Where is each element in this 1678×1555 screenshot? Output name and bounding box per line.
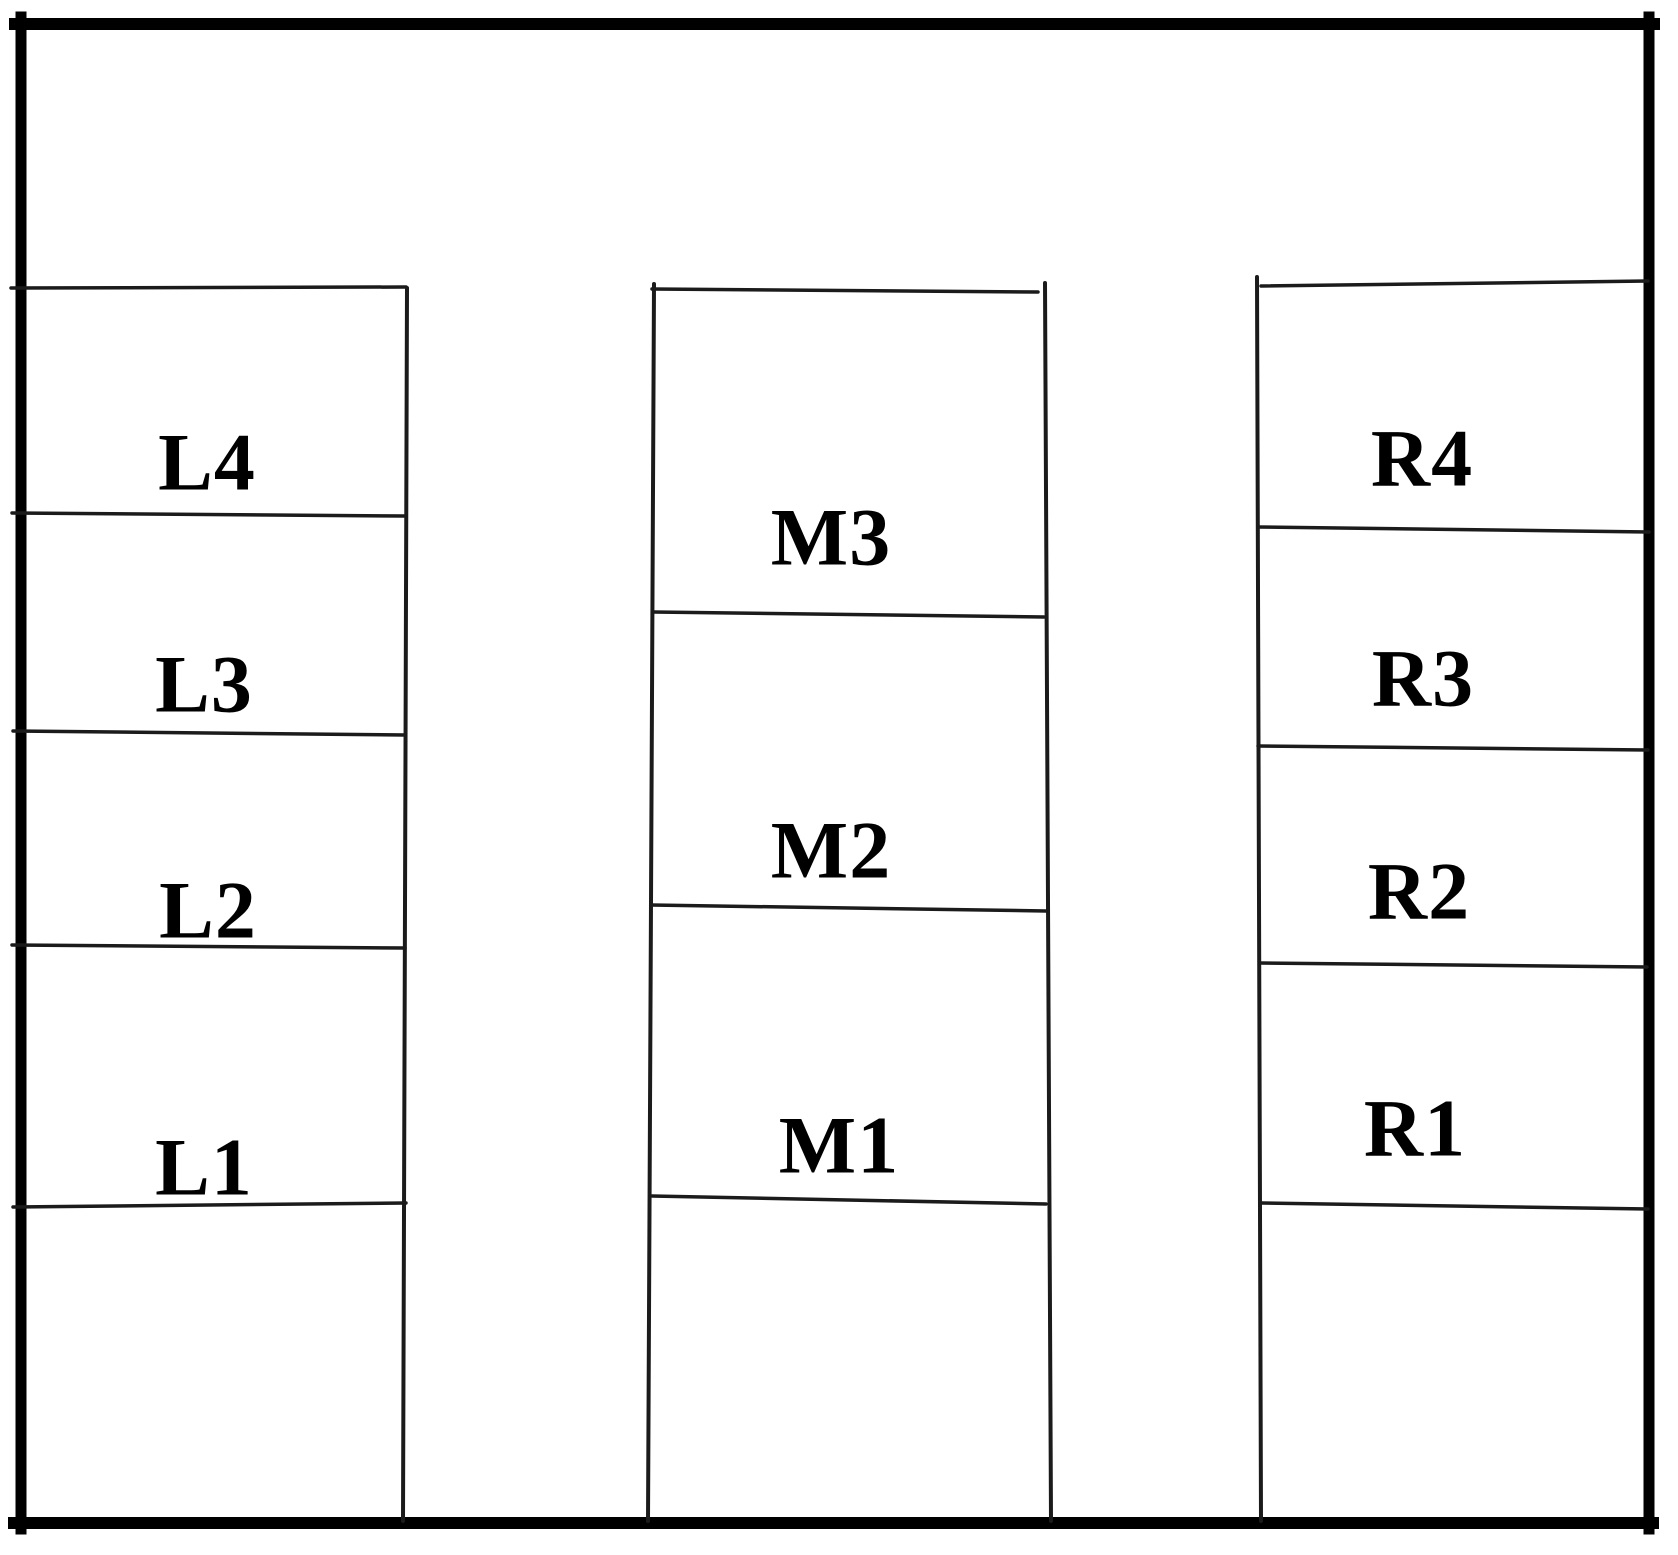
stall-label-m3: M3	[771, 492, 891, 583]
stall-label-r3: R3	[1372, 633, 1474, 724]
left-bank-divider-l3-l2	[11, 729, 407, 737]
middle-bank-divider-m1-bottom	[650, 1194, 1048, 1206]
left-bank-top-line	[9, 285, 408, 290]
stall-label-l3: L3	[155, 639, 253, 730]
left-bank-divider-l1-bottom	[11, 1201, 408, 1209]
stall-label-r2: R2	[1368, 846, 1470, 937]
left-bank-front-line	[401, 286, 409, 1523]
right-stall-bank	[1255, 275, 1651, 1523]
middle-bank-divider-m3-m2	[651, 610, 1046, 619]
right-bank-divider-r3-r2	[1256, 744, 1650, 752]
middle-bank-divider-m2-m1	[649, 903, 1048, 913]
left-bank-divider-l4-l3	[10, 511, 406, 518]
stall-label-m1: M1	[779, 1100, 899, 1191]
stall-labels: L4 L3 L2 L1 M3 M2 M1 R4 R3 R2 R1	[155, 413, 1474, 1213]
right-bank-divider-r1-bottom	[1260, 1201, 1650, 1211]
arena-walls	[8, 11, 1660, 1535]
right-bank-divider-r4-r3	[1256, 525, 1651, 534]
stall-label-l2: L2	[159, 865, 257, 956]
stall-label-r1: R1	[1364, 1083, 1466, 1174]
stall-label-m2: M2	[771, 805, 891, 896]
right-bank-front-line	[1255, 275, 1263, 1523]
left-stall-bank	[9, 285, 409, 1523]
stall-label-l1: L1	[155, 1122, 253, 1213]
left-bank-divider-l2-l1	[10, 943, 407, 950]
middle-bank-left-line	[646, 282, 656, 1523]
middle-bank-top-line	[650, 287, 1040, 294]
middle-bank-right-line	[1043, 281, 1053, 1523]
right-bank-top-line	[1259, 279, 1650, 288]
middle-stall-bank	[646, 281, 1053, 1523]
stall-label-l4: L4	[158, 417, 256, 508]
right-bank-divider-r2-r1	[1258, 961, 1649, 969]
stall-label-r4: R4	[1371, 413, 1473, 504]
